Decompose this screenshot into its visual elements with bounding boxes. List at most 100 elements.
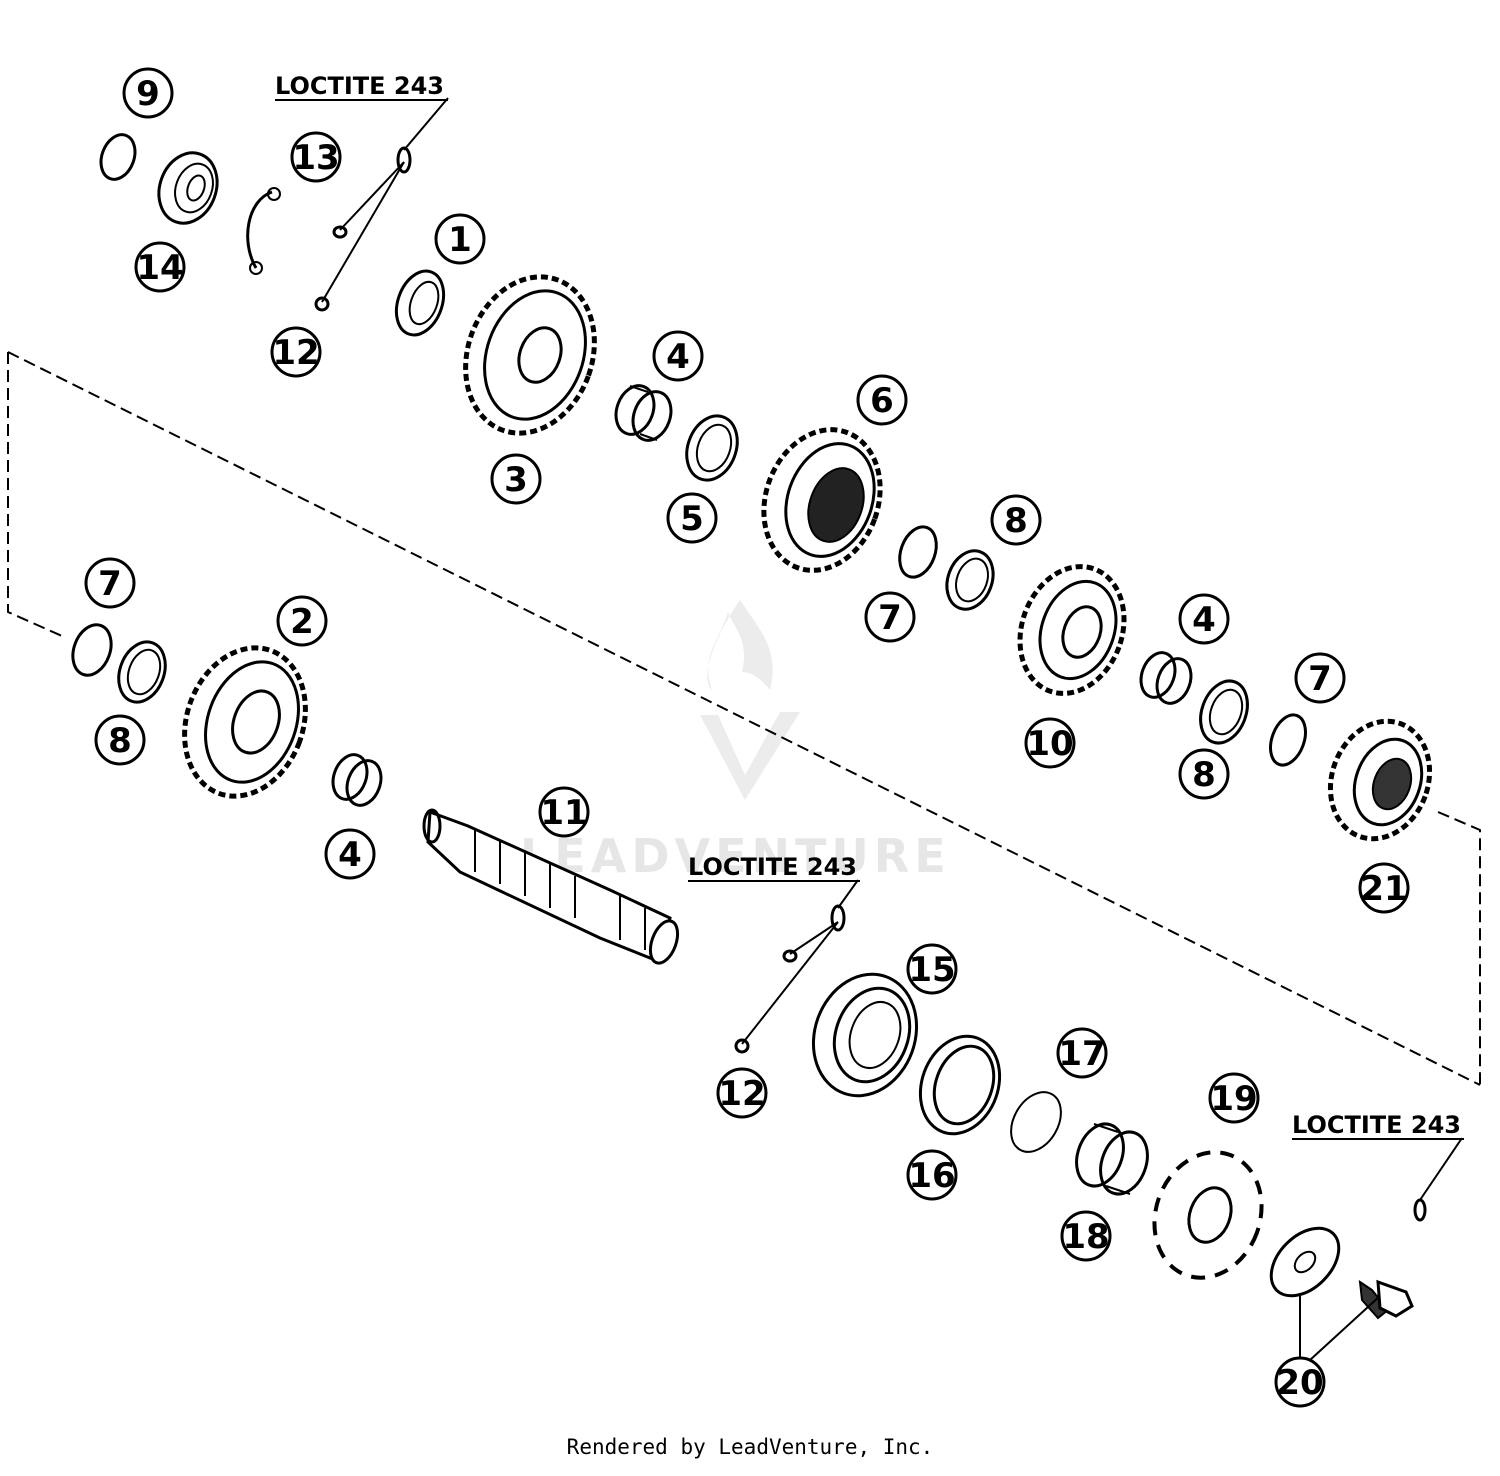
callout-19: 19 bbox=[1208, 1072, 1260, 1124]
callout-1-label: 1 bbox=[448, 220, 472, 260]
callout-12-top: 12 bbox=[270, 326, 322, 378]
assembly-outline-right bbox=[1437, 811, 1481, 1085]
callout-13-label: 13 bbox=[292, 138, 339, 178]
callout-3-label: 3 bbox=[504, 460, 528, 500]
callout-11: 11 bbox=[538, 786, 590, 838]
callout-13: 13 bbox=[290, 131, 342, 183]
part-13-retaining-plate bbox=[246, 187, 281, 275]
part-20-washer-and-bolt bbox=[1269, 1137, 1463, 1361]
watermark-flame-icon bbox=[707, 600, 773, 690]
part-21-gear bbox=[1327, 718, 1433, 842]
callout-7-right: 7 bbox=[1294, 652, 1346, 704]
callout-9-label: 9 bbox=[136, 74, 160, 114]
callout-6: 6 bbox=[856, 374, 908, 426]
part-4-bushing-top bbox=[614, 384, 673, 442]
part-10-gear bbox=[1017, 564, 1127, 696]
part-8-washer-right bbox=[1199, 679, 1249, 745]
callout-7-left: 7 bbox=[84, 557, 136, 609]
watermark: LEADVENTURE bbox=[520, 600, 951, 883]
part-14-bearing bbox=[157, 151, 219, 225]
callout-8-right-label: 8 bbox=[1192, 755, 1216, 795]
part-4-bushing-right bbox=[1139, 651, 1193, 705]
part-9-circlip bbox=[99, 133, 137, 181]
part-19-sprocket bbox=[1152, 1150, 1264, 1280]
callout-8-mid-label: 8 bbox=[1004, 501, 1028, 541]
part-8-washer-left bbox=[117, 640, 167, 704]
part-16-seal bbox=[918, 1034, 1002, 1136]
callout-4-right: 4 bbox=[1178, 593, 1230, 645]
watermark-text: LEADVENTURE bbox=[520, 829, 951, 883]
callout-12-bottom-label: 12 bbox=[718, 1074, 765, 1114]
callout-8-left-label: 8 bbox=[108, 721, 132, 761]
loctite-note-2: LOCTITE 243 bbox=[688, 853, 860, 882]
part-7-circlip-right bbox=[1269, 713, 1307, 767]
callout-17-label: 17 bbox=[1058, 1034, 1105, 1074]
callout-8-left: 8 bbox=[94, 714, 146, 766]
callout-19-label: 19 bbox=[1210, 1079, 1257, 1119]
callout-7-left-label: 7 bbox=[98, 564, 122, 604]
part-18-spacer bbox=[1075, 1122, 1149, 1196]
part-4-bushing-left bbox=[331, 753, 383, 807]
loctite-note-2-text: LOCTITE 243 bbox=[688, 853, 857, 881]
callout-20-label: 20 bbox=[1276, 1363, 1323, 1403]
part-3-gear bbox=[463, 274, 597, 436]
loctite-screws-top bbox=[314, 97, 449, 312]
part-1-washer bbox=[394, 269, 446, 337]
callout-7-right-label: 7 bbox=[1308, 659, 1332, 699]
loctite-note-1: LOCTITE 243 bbox=[275, 72, 448, 101]
callout-4-left: 4 bbox=[324, 828, 376, 880]
callout-10: 10 bbox=[1024, 717, 1076, 769]
callout-11-label: 11 bbox=[540, 793, 587, 833]
callout-12-bottom: 12 bbox=[716, 1067, 768, 1119]
callout-20: 20 bbox=[1274, 1356, 1326, 1408]
callout-15: 15 bbox=[906, 943, 958, 995]
callout-16: 16 bbox=[906, 1149, 958, 1201]
callout-9: 9 bbox=[122, 67, 174, 119]
callout-16-label: 16 bbox=[908, 1156, 955, 1196]
loctite-note-3-text: LOCTITE 243 bbox=[1292, 1111, 1461, 1139]
footer-credit: Rendered by LeadVenture, Inc. bbox=[567, 1435, 934, 1459]
callout-4-top-label: 4 bbox=[666, 337, 690, 377]
callout-4-left-label: 4 bbox=[338, 835, 362, 875]
loctite-note-1-text: LOCTITE 243 bbox=[275, 72, 444, 100]
callout-2: 2 bbox=[276, 595, 328, 647]
callout-21: 21 bbox=[1358, 862, 1410, 914]
assembly-outline bbox=[7, 352, 63, 637]
callout-1: 1 bbox=[434, 213, 486, 265]
part-15-bearing bbox=[811, 972, 919, 1098]
callout-8-mid: 8 bbox=[990, 494, 1042, 546]
part-2-gear bbox=[182, 645, 308, 799]
part-8-washer-mid bbox=[945, 549, 995, 611]
callout-8-right: 8 bbox=[1178, 748, 1230, 800]
callout-5: 5 bbox=[666, 492, 718, 544]
callout-14-label: 14 bbox=[136, 248, 183, 288]
callout-5-label: 5 bbox=[680, 499, 704, 539]
watermark-v-icon bbox=[700, 712, 800, 800]
callout-4-top: 4 bbox=[652, 330, 704, 382]
assembly-outline-diagonal bbox=[7, 351, 1481, 1086]
part-6-gear bbox=[761, 427, 883, 573]
callout-18-label: 18 bbox=[1062, 1217, 1109, 1257]
callout-7-mid: 7 bbox=[864, 591, 916, 643]
loctite-note-3: LOCTITE 243 bbox=[1292, 1111, 1464, 1140]
part-11-shaft bbox=[422, 808, 680, 965]
part-7-circlip-left bbox=[71, 623, 113, 677]
callout-7-mid-label: 7 bbox=[878, 598, 902, 638]
loctite-screws-middle bbox=[734, 879, 859, 1054]
part-7-circlip-mid bbox=[898, 525, 938, 579]
callout-18: 18 bbox=[1060, 1210, 1112, 1262]
part-5-washer bbox=[685, 414, 739, 482]
callout-21-label: 21 bbox=[1360, 869, 1407, 909]
callout-3: 3 bbox=[490, 453, 542, 505]
callout-10-label: 10 bbox=[1026, 724, 1073, 764]
callout-12-top-label: 12 bbox=[272, 333, 319, 373]
callout-6-label: 6 bbox=[870, 381, 894, 421]
callout-4-right-label: 4 bbox=[1192, 600, 1216, 640]
callout-2-label: 2 bbox=[290, 602, 314, 642]
callout-17: 17 bbox=[1056, 1027, 1108, 1079]
callout-15-label: 15 bbox=[908, 950, 955, 990]
callout-14: 14 bbox=[134, 241, 186, 293]
part-17-o-ring bbox=[1010, 1091, 1062, 1153]
